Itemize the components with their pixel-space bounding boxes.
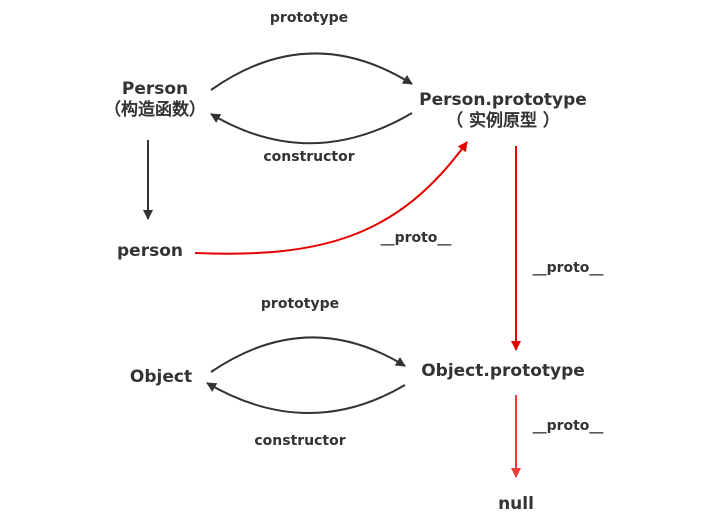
- arrow-prototype-top: [210, 52, 413, 91]
- edge-label-proto-person: __proto__: [380, 230, 452, 246]
- node-person-name: Person: [121, 79, 189, 99]
- node-person-prototype-note: （ 实例原型 ）: [446, 111, 560, 132]
- arrow-proto-person: [194, 141, 468, 255]
- edge-label-proto-person-prototype: __proto__: [532, 260, 604, 276]
- node-person-constructor: Person （构造函数）: [104, 79, 206, 122]
- edge-label-constructor-top: constructor: [263, 149, 355, 165]
- arrow-constructor-bottom: [206, 382, 406, 414]
- node-person-instance-name: person: [117, 241, 183, 261]
- node-object-prototype: Object.prototype: [421, 361, 585, 382]
- arrow-prototype-bottom: [210, 336, 406, 373]
- arrow-constructor-top: [210, 112, 413, 145]
- edge-label-prototype-top: prototype: [269, 10, 349, 26]
- node-null-name: null: [498, 494, 534, 514]
- node-object-prototype-name: Object.prototype: [421, 361, 585, 381]
- edge-label-proto-object-prototype: __proto__: [532, 418, 604, 434]
- edge-label-prototype-bottom: prototype: [260, 296, 340, 312]
- node-person-prototype: Person.prototype （ 实例原型 ）: [419, 90, 587, 133]
- node-null: null: [498, 494, 534, 515]
- node-object-name: Object: [129, 367, 193, 387]
- node-object-constructor: Object: [130, 367, 192, 388]
- node-person-prototype-name: Person.prototype: [419, 90, 587, 110]
- node-person-note: （构造函数）: [104, 100, 206, 121]
- edge-label-constructor-bottom: constructor: [254, 433, 346, 449]
- node-person-instance: person: [117, 241, 183, 262]
